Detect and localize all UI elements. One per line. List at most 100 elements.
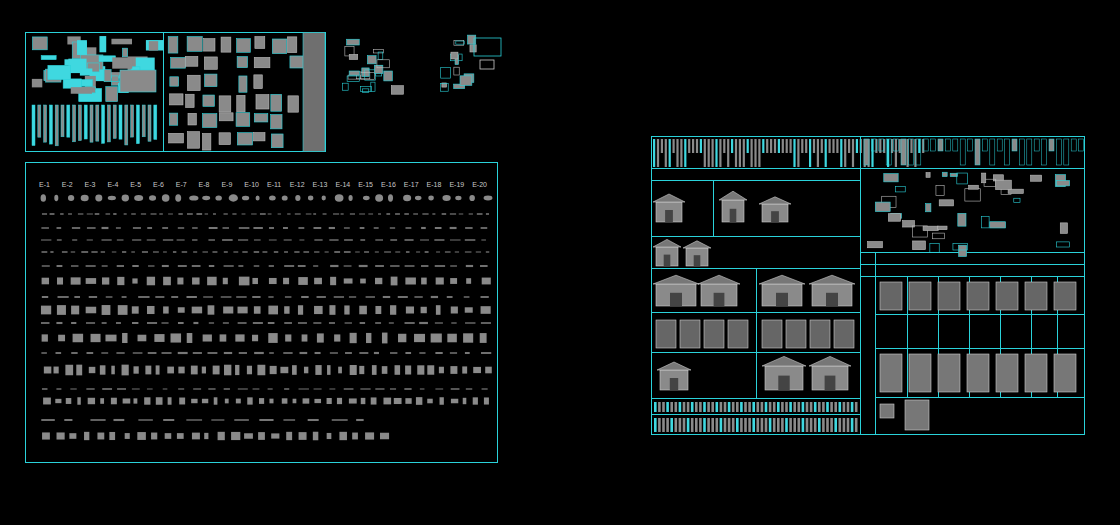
cad-shape — [178, 352, 188, 354]
cad-shape — [57, 432, 65, 439]
cad-shape — [269, 227, 274, 229]
cad-shape — [301, 296, 308, 298]
cad-shape — [450, 265, 457, 266]
cad-shape — [163, 277, 171, 285]
cad-line — [875, 348, 1084, 349]
cad-shape — [701, 284, 737, 306]
cad-shape — [162, 265, 169, 267]
cad-shape — [450, 239, 461, 241]
cad-shape — [142, 105, 145, 137]
cad-shape — [901, 139, 906, 165]
cad-shape — [178, 213, 182, 214]
cad-shape — [349, 71, 359, 75]
cad-shape — [314, 227, 322, 229]
cad-line — [651, 414, 860, 415]
cad-shape — [776, 293, 788, 306]
cad-shape — [953, 244, 968, 250]
cad-shape — [142, 251, 148, 252]
cad-shape — [145, 366, 151, 375]
cad-shape — [360, 388, 370, 389]
roof-symbol — [809, 275, 855, 284]
cad-shape — [793, 418, 796, 432]
cad-shape — [236, 113, 250, 127]
cad-shape — [748, 402, 751, 412]
cad-shape — [339, 432, 347, 440]
cad-shape — [122, 333, 127, 343]
cad-shape — [456, 41, 464, 44]
cad-shape — [91, 334, 101, 342]
cad-shape — [219, 133, 230, 145]
cad-shape — [884, 174, 898, 182]
cad-shape — [391, 277, 398, 286]
cad-shape — [332, 419, 348, 421]
cad-shape — [405, 322, 415, 324]
cad-shape — [676, 139, 678, 167]
cad-shape — [404, 388, 411, 390]
cad-shape — [736, 418, 739, 432]
cad-shape — [967, 354, 989, 392]
cad-shape — [219, 113, 233, 121]
part-number: E-4 — [106, 181, 119, 189]
cad-shape — [395, 251, 400, 252]
cad-shape — [187, 37, 202, 52]
cad-shape — [450, 278, 457, 284]
cad-shape — [936, 185, 944, 195]
cad-shape — [658, 402, 661, 412]
cad-shape — [235, 334, 244, 341]
cad-shape — [711, 418, 714, 432]
cad-shape — [432, 213, 435, 214]
cad-shape — [218, 432, 225, 440]
cad-symbol — [189, 195, 198, 200]
cad-shape — [213, 366, 220, 375]
cad-shape — [193, 388, 201, 389]
cad-shape — [802, 418, 805, 432]
cad-shape — [192, 277, 199, 284]
cad-shape — [233, 251, 238, 252]
cad-shape — [193, 352, 202, 354]
cad-shape — [451, 306, 458, 313]
cad-shape — [871, 139, 876, 151]
cad-symbol — [95, 195, 102, 202]
cad-shape — [102, 388, 112, 390]
cad-shape — [703, 418, 706, 432]
cad-shape — [996, 354, 1018, 392]
cad-shape — [1056, 242, 1069, 247]
cad-shape — [253, 133, 265, 141]
cad-shape — [666, 402, 669, 412]
cad-shape — [390, 305, 396, 315]
cad-shape — [42, 265, 50, 266]
cad-shape — [136, 105, 139, 144]
cad-symbol — [335, 194, 344, 201]
cad-shape — [786, 139, 788, 153]
cad-shape — [247, 366, 252, 375]
cad-shape — [207, 352, 217, 354]
cad-shape — [41, 251, 47, 252]
cad-shape — [425, 251, 429, 253]
cad-shape — [834, 402, 837, 412]
cad-shape — [660, 370, 688, 390]
cad-shape — [224, 251, 228, 252]
cad-line — [756, 268, 757, 398]
cad-shape — [211, 419, 224, 420]
cad-shape — [242, 251, 247, 252]
cad-shape — [283, 352, 292, 354]
cad-shape — [762, 139, 764, 153]
cad-line — [651, 398, 860, 399]
cad-shape — [744, 418, 747, 432]
cad-symbol — [484, 196, 493, 201]
cad-shape — [71, 352, 77, 354]
cad-line — [651, 268, 860, 269]
cad-shape — [72, 239, 77, 240]
cad-shape — [54, 367, 59, 374]
cad-shape — [445, 251, 451, 252]
cad-line — [651, 312, 860, 313]
cad-shape — [464, 296, 470, 297]
cad-shape — [292, 365, 297, 375]
cad-shape — [44, 105, 47, 142]
cad-shape — [715, 139, 717, 167]
cad-shape — [728, 402, 731, 412]
cad-shape — [287, 213, 290, 214]
cad-shape — [238, 239, 248, 240]
cad-shape — [435, 352, 442, 354]
cad-shape — [894, 139, 899, 151]
